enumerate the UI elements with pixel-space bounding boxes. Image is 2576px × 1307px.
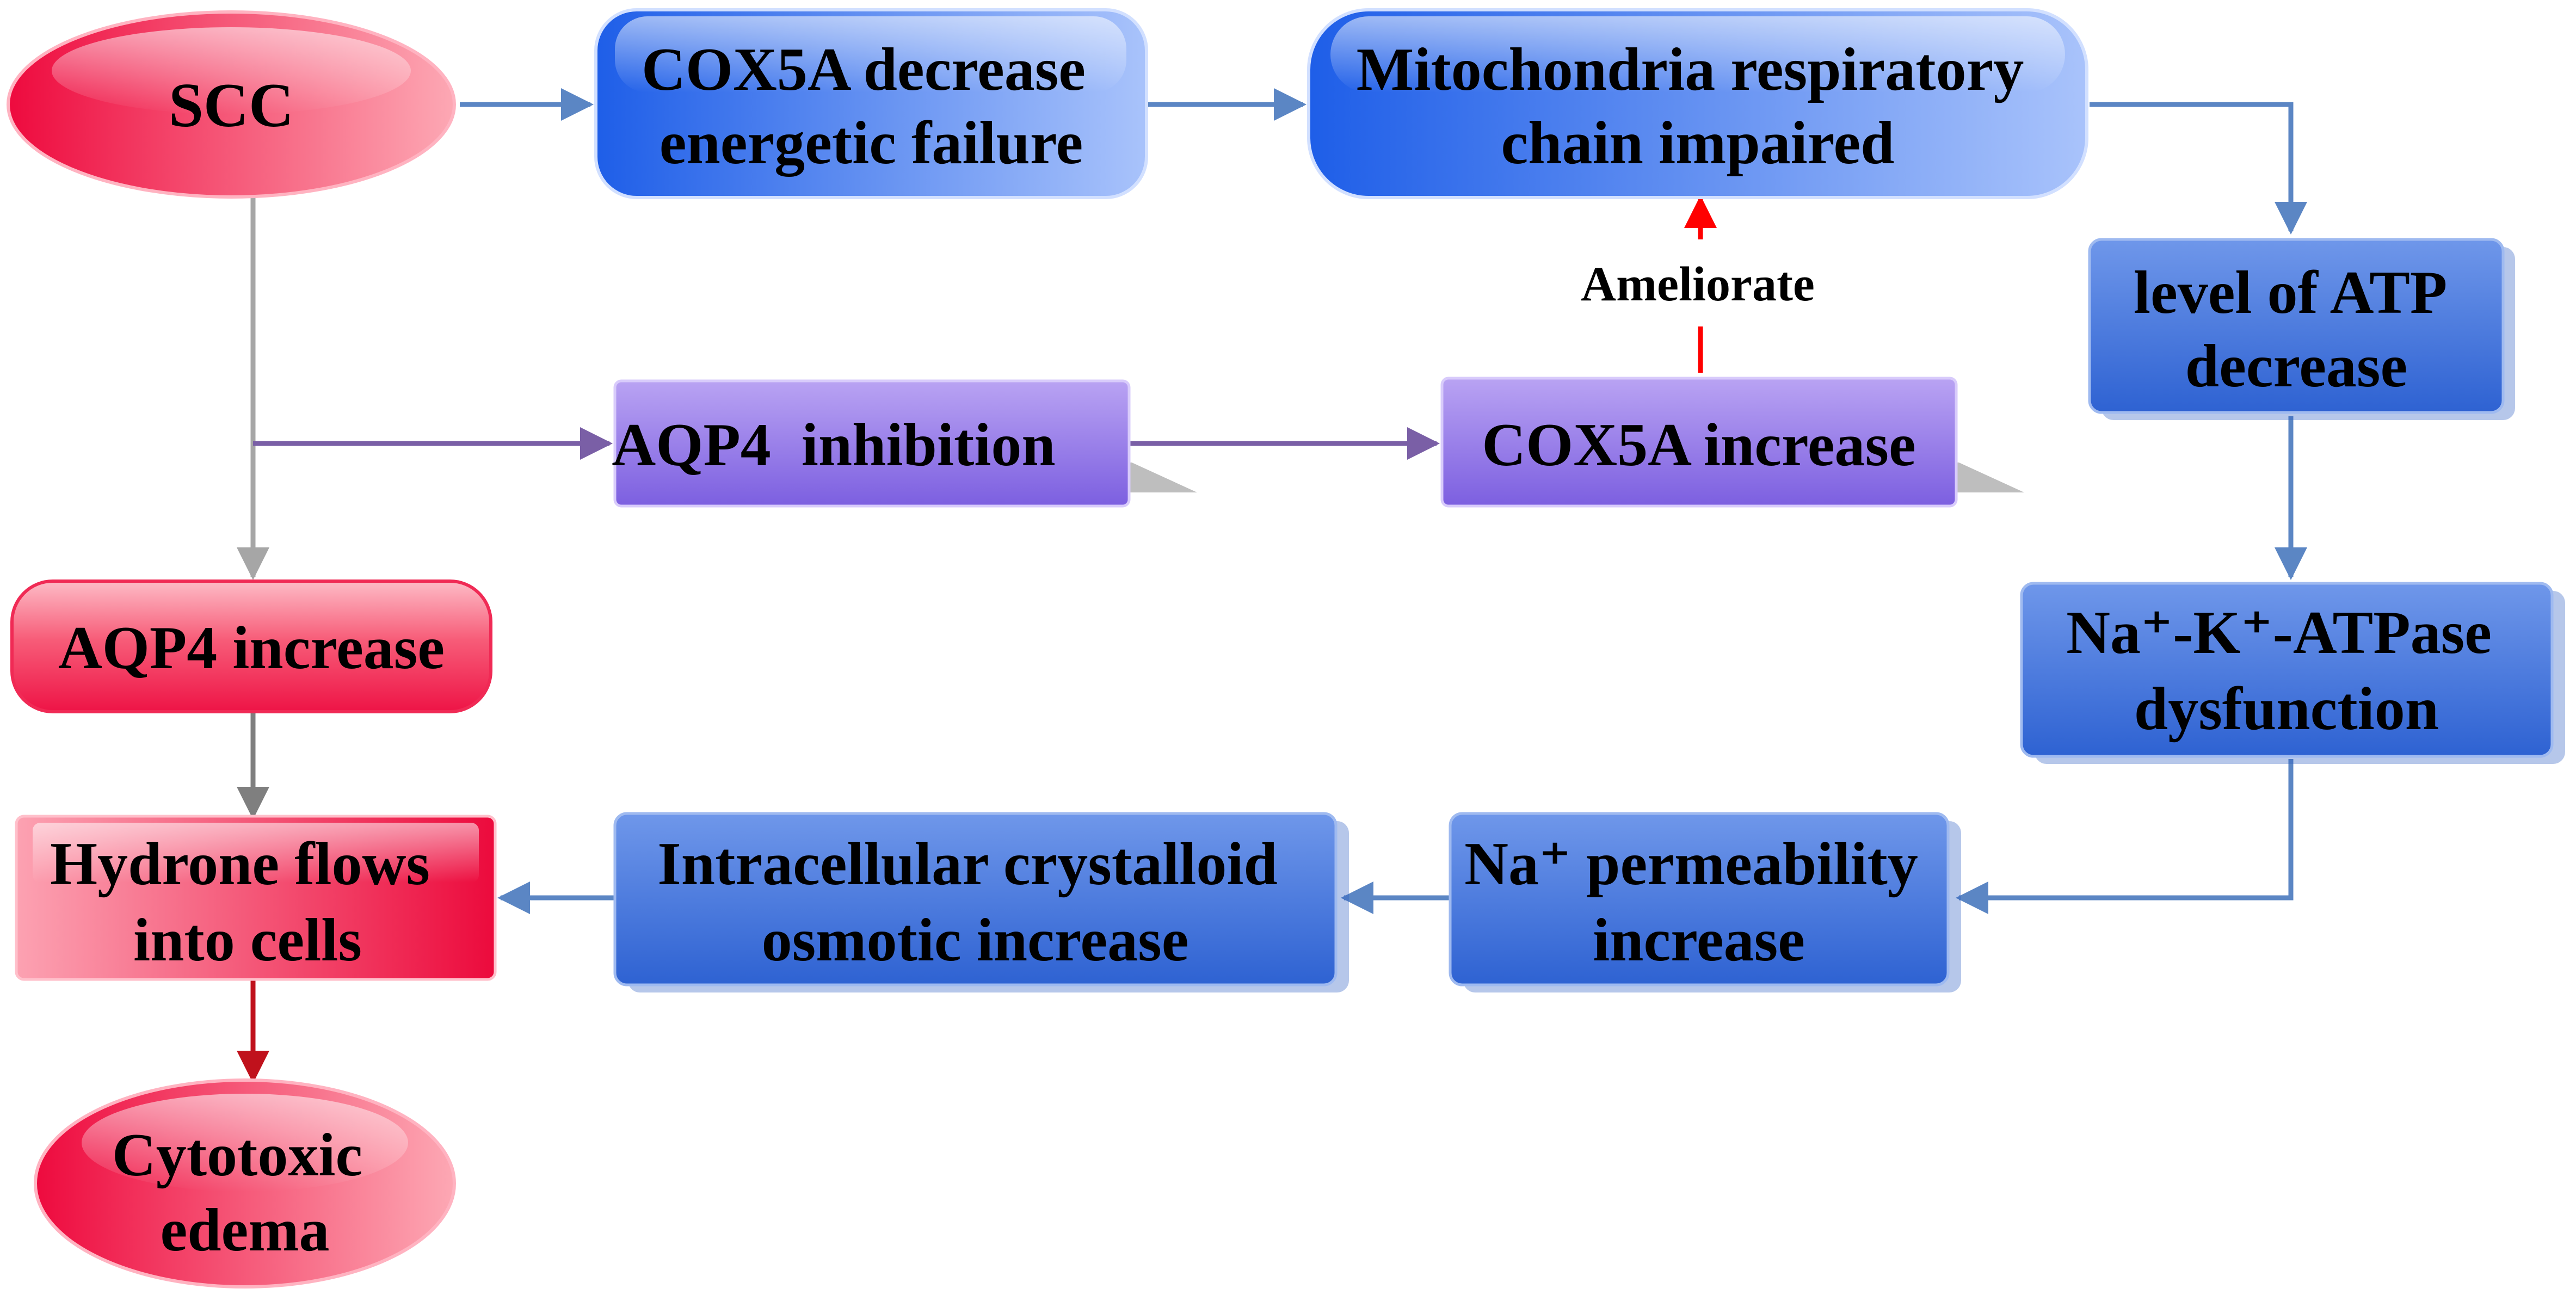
arrow-mito-chain-to-atp [2090,102,2307,235]
node-cox5a-decrease: COX5A decrease energetic failure [594,8,1148,199]
arrow-na-k-atpase-to-na-permeability [1956,759,2294,914]
node-na-k-atpase-label: Na⁺-K⁺-ATPase dysfunction [2066,599,2507,743]
node-mito-chain-label: Mitochondria respiratory chain impaired [1357,36,2039,177]
node-scc-label: SCC [169,71,294,140]
node-edema-label: Cytotoxic edema [112,1121,378,1264]
node-na-k-atpase: Na⁺-K⁺-ATPase dysfunction [2020,582,2565,764]
node-scc: SCC [7,10,456,199]
node-aqp4-inhibition: AQP4 inhibition [612,0,1197,508]
node-atp-level: level of ATP decrease [2088,238,2515,420]
node-cox5a-increase: COX5A increase [1440,377,2024,508]
edge-label-ameliorate: Ameliorate [1581,257,1815,311]
node-crystalloid: Intracellular crystalloid osmotic increa… [613,812,1349,992]
node-edema: Cytotoxic edema [34,1078,456,1288]
node-crystalloid-label: Intracellular crystalloid osmotic increa… [657,830,1293,974]
connectors [237,88,2307,1083]
node-na-permeability: Na⁺ permeability increase [1449,812,1961,992]
node-mito-chain: Mitochondria respiratory chain impaired [1307,8,2088,199]
node-aqp4-increase-label: AQP4 increase [58,614,445,682]
node-atp-level-label: level of ATP decrease [2134,259,2459,400]
node-hydrone-label: Hydrone flows into cells [50,830,445,974]
node-aqp4-inhibition-label: AQP4 inhibition [612,0,1131,479]
node-na-permeability-label: Na⁺ permeability increase [1464,830,1933,974]
node-cox5a-decrease-label: COX5A decrease energetic failure [642,36,1101,177]
node-cox5a-increase-label: COX5A increase [1482,411,1915,479]
node-hydrone: Hydrone flows into cells [15,815,497,981]
node-aqp4-increase: AQP4 increase [10,579,492,713]
